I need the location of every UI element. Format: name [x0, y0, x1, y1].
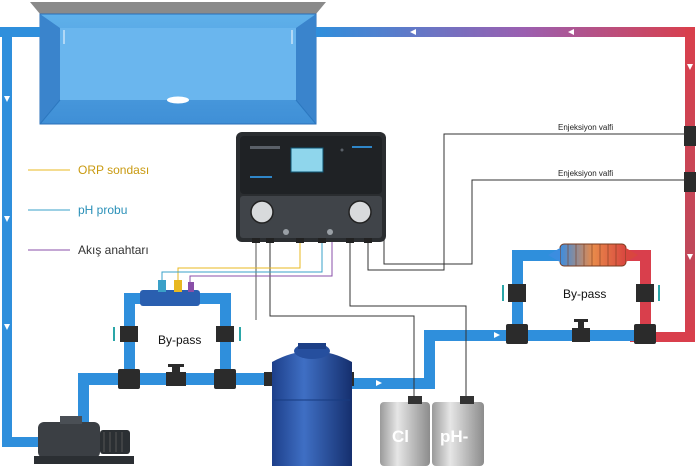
chlorine-tank-label: Cl [392, 427, 409, 446]
suction-pipe [0, 27, 42, 447]
ph-minus-tank-label: pH- [440, 427, 468, 446]
bypass-right-label: By-pass [563, 287, 606, 301]
legend-orp-label: ORP sondası [78, 163, 149, 177]
heat-exchanger [548, 243, 638, 267]
chemical-tanks: Cl pH- [380, 396, 484, 466]
pump-head-left [250, 200, 274, 224]
injection-valve-upper-label: Enjeksiyon valfi [558, 123, 613, 132]
pool-drain [167, 96, 189, 104]
dosing-controller [236, 132, 386, 243]
probe-housing [140, 280, 200, 306]
wiring [161, 133, 686, 402]
legend: ORP sondası pH probu Akış anahtarı [28, 163, 149, 257]
pump [34, 416, 134, 464]
pool [30, 2, 326, 125]
bypass-left-label: By-pass [158, 333, 201, 347]
controller-screen [290, 147, 324, 173]
pool-coping [30, 2, 326, 14]
ph-minus-tank [432, 402, 484, 466]
legend-ph-label: pH probu [78, 203, 127, 217]
injection-valve-lower-label: Enjeksiyon valfi [558, 169, 613, 178]
sand-filter [272, 343, 352, 466]
chlorine-tank [380, 402, 430, 466]
pump-head-right [348, 200, 372, 224]
legend-flow-label: Akış anahtarı [78, 243, 149, 257]
